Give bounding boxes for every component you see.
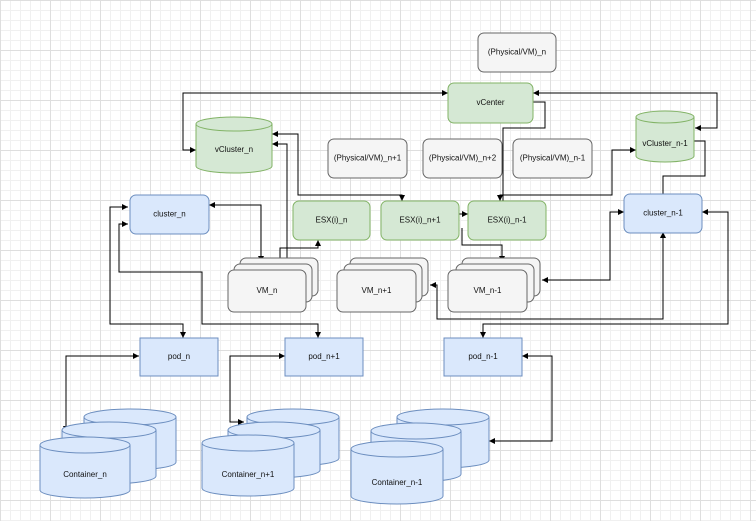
- svg-text:vCluster_n-1: vCluster_n-1: [642, 139, 688, 148]
- vcenter-node: vCenter: [447, 82, 534, 124]
- pod-n-node: pod_n: [139, 337, 219, 377]
- container-n-stack: Container_n: [39, 408, 177, 499]
- svg-text:Container_n: Container_n: [63, 470, 107, 479]
- esx-n-plus-1-node: ESX(i)_n+1: [380, 200, 460, 241]
- physical-vm-n-plus-1: (Physical/VM)_n+1: [327, 138, 408, 179]
- vcluster-n-cylinder: vCluster_n: [195, 116, 273, 174]
- edge-cluster-n-1-pod-n-1: [480, 209, 729, 338]
- physical-vm-n: (Physical/VM)_n: [477, 32, 557, 73]
- svg-text:pod_n+1: pod_n+1: [308, 352, 340, 361]
- svg-text:(Physical/VM)_n+1: (Physical/VM)_n+1: [334, 154, 402, 163]
- edge-cluster-n-vm-n: [209, 202, 264, 262]
- svg-text:(Physical/VM)_n: (Physical/VM)_n: [488, 48, 546, 57]
- vm-n-1-stack: VM_n-1: [447, 257, 541, 313]
- edge-vcenter-vcluster-n: [182, 90, 448, 153]
- physical-vm-n-plus-2: (Physical/VM)_n+2: [422, 138, 503, 179]
- edge-vcluster-n-vm-n: [272, 141, 288, 262]
- svg-text:cluster_n: cluster_n: [153, 210, 185, 219]
- vm-n-plus-1-stack: VM_n+1: [336, 257, 429, 313]
- physical-vm-n-minus-1: (Physical/VM)_n-1: [512, 138, 593, 179]
- edge-vcenter-vcluster-n-1: [533, 90, 718, 131]
- svg-text:Container_n-1: Container_n-1: [372, 478, 423, 487]
- svg-text:VM_n: VM_n: [257, 286, 278, 295]
- edge-cluster-n-1-vm-n-1: [542, 209, 624, 283]
- edge-cluster-n-pod-n-plus-1: [118, 221, 321, 338]
- pod-n-plus-1-node: pod_n+1: [284, 337, 364, 377]
- svg-text:vCenter: vCenter: [476, 98, 504, 107]
- container-n-plus-1-stack: Container_n+1: [201, 408, 340, 497]
- edge-cluster-n-1-vm-n-plus-1: [430, 232, 666, 320]
- svg-text:(Physical/VM)_n-1: (Physical/VM)_n-1: [520, 154, 586, 163]
- esx-n-1-node: ESX(i)_n-1: [467, 200, 547, 241]
- esx-n-node: ESX(i)_n: [292, 200, 371, 241]
- svg-text:VM_n+1: VM_n+1: [361, 286, 392, 295]
- svg-text:(Physical/VM)_n+2: (Physical/VM)_n+2: [429, 154, 497, 163]
- edge-vcluster-n-esx-n-plus-1: [272, 131, 405, 201]
- edge-vcluster-n-1-cluster-n-1: [662, 140, 706, 194]
- svg-text:ESX(i)_n-1: ESX(i)_n-1: [487, 216, 527, 225]
- edge-pod-n-plus-1-container-n-plus-1: [229, 353, 285, 425]
- svg-text:ESX(i)_n: ESX(i)_n: [315, 216, 347, 225]
- svg-text:pod_n-1: pod_n-1: [468, 352, 498, 361]
- svg-text:ESX(i)_n+1: ESX(i)_n+1: [399, 216, 441, 225]
- svg-text:VM_n-1: VM_n-1: [473, 286, 502, 295]
- svg-text:cluster_n-1: cluster_n-1: [643, 209, 683, 218]
- edge-vcluster-n-1-esx-n-1: [497, 147, 636, 201]
- connector-lines: [63, 90, 729, 444]
- vcluster-n-1-cylinder: vCluster_n-1: [635, 110, 695, 163]
- svg-text:vCluster_n: vCluster_n: [215, 145, 253, 154]
- edge-pod-n-1-container-n-1: [489, 353, 553, 444]
- container-n-1-stack: Container_n-1: [350, 408, 490, 505]
- pod-n-1-node: pod_n-1: [443, 337, 523, 377]
- svg-text:Container_n+1: Container_n+1: [222, 470, 275, 479]
- edge-pod-n-container-n: [63, 353, 139, 432]
- svg-text:pod_n: pod_n: [168, 352, 190, 361]
- cluster-n-1-node: cluster_n-1: [623, 193, 703, 234]
- vm-n-stack: VM_n: [227, 257, 319, 313]
- cluster-n-node: cluster_n: [129, 194, 210, 235]
